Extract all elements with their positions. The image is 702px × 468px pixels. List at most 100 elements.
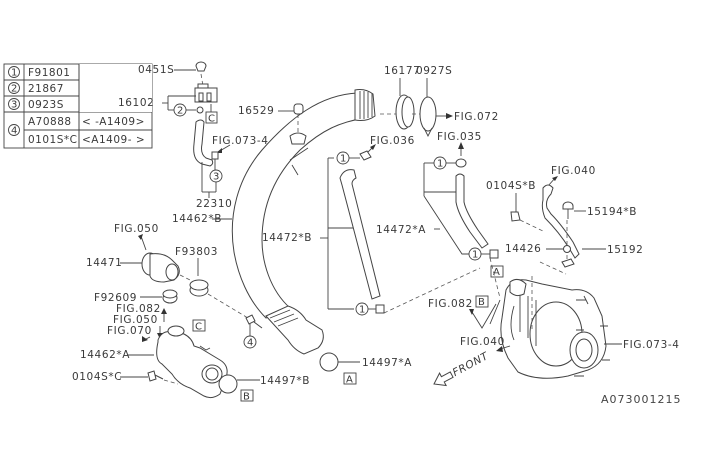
front-arrow: FRONT xyxy=(433,350,492,387)
gasket-A-group: 14497*A A xyxy=(319,352,412,386)
mount-part xyxy=(289,132,307,145)
ref-box-label: A xyxy=(346,375,353,386)
legend-part: 0923S xyxy=(28,99,64,111)
legend-num: 4 xyxy=(11,126,18,137)
callout-14462B[interactable]: 14462*B xyxy=(172,213,222,225)
screw-icon xyxy=(195,61,207,72)
gasket-icon xyxy=(563,245,571,253)
callout-22310[interactable]: 22310 xyxy=(196,198,232,210)
callout-fig040-bottom[interactable]: FIG.040 xyxy=(460,336,505,348)
marker-label: 1 xyxy=(437,159,444,170)
callout-15192[interactable]: 15192 xyxy=(607,244,643,256)
legend-row-4: 4 A70888 < -A1409> xyxy=(8,116,145,137)
hose-fitting-part xyxy=(455,158,467,168)
legend-row-3: 3 0923S xyxy=(8,98,64,111)
callout-14426[interactable]: 14426 xyxy=(505,243,541,255)
callout-14472A[interactable]: 14472*A xyxy=(376,224,426,236)
callout-fig040-top[interactable]: FIG.040 xyxy=(551,165,596,177)
legend-part: 21867 xyxy=(28,83,64,95)
turbocharger[interactable] xyxy=(489,276,610,379)
water-outlet-14462A-part[interactable] xyxy=(156,331,228,399)
hose-14472B-part[interactable] xyxy=(339,169,381,300)
marker-label: 1 xyxy=(340,154,347,165)
callout-F92609[interactable]: F92609 xyxy=(94,292,137,304)
legend-note: <A1409- > xyxy=(82,134,145,146)
callout-fig082-left[interactable]: FIG.082 xyxy=(116,303,161,315)
grommet-part xyxy=(293,103,304,115)
callout-15194B[interactable]: 15194*B xyxy=(587,206,637,218)
fitting-part xyxy=(211,151,219,160)
callout-0104SC[interactable]: 0104S*C xyxy=(72,371,122,383)
callout-fig050-left[interactable]: FIG.050 xyxy=(113,314,158,326)
legend-row-1: 1 F91801 xyxy=(8,66,70,79)
callout-fig036[interactable]: FIG.036 xyxy=(370,135,415,147)
callout-14462A[interactable]: 14462*A xyxy=(80,349,130,361)
callout-16177[interactable]: 16177 xyxy=(384,65,420,77)
bolt-icon xyxy=(245,314,263,329)
callout-0927S[interactable]: 0927S xyxy=(416,65,452,77)
hose-14472A-group: FIG.035 1 14472*A 1 xyxy=(376,131,499,261)
legend-row-5: 0101S*C <A1409- > xyxy=(28,134,145,146)
bolt-icon xyxy=(562,201,574,210)
callout-14472B[interactable]: 14472*B xyxy=(262,232,312,244)
legend-part: 0101S*C xyxy=(28,134,77,146)
ref-box-c xyxy=(192,319,206,332)
bolt-icon xyxy=(510,211,521,222)
hose-14472B-group: FIG.036 1 14472*B 1 xyxy=(262,135,415,316)
callout-fig0734-top[interactable]: FIG.073-4 xyxy=(212,135,269,147)
callout-0104SB[interactable]: 0104S*B xyxy=(486,180,536,192)
marker-label: 1 xyxy=(359,305,366,316)
marker-label: 3 xyxy=(213,172,220,183)
front-label: FRONT xyxy=(451,350,492,379)
gasket-14497A-part[interactable] xyxy=(319,352,339,372)
circle-marker-4 xyxy=(243,335,257,349)
water-outlet-group: FIG.050 14471 F93803 F92609 FIG.082 FIG.… xyxy=(72,223,249,399)
marker-label: 4 xyxy=(247,338,254,349)
callout-16102[interactable]: 16102 xyxy=(118,97,154,109)
legend-num: 2 xyxy=(11,84,18,95)
duct-outlet-flange xyxy=(265,305,324,355)
ref-box-b xyxy=(240,389,254,402)
callout-14497A[interactable]: 14497*A xyxy=(362,357,412,369)
callout-fig050-top[interactable]: FIG.050 xyxy=(114,223,159,235)
marker-label: 1 xyxy=(472,250,479,261)
gasket-14497B-part[interactable] xyxy=(218,374,238,394)
intake-duct[interactable] xyxy=(231,89,376,355)
callout-14471[interactable]: 14471 xyxy=(86,257,122,269)
ref-box-b xyxy=(475,295,489,308)
solenoid-valve-part[interactable] xyxy=(194,83,218,103)
ref-box-c xyxy=(205,111,218,124)
diagram-id: A073001215 xyxy=(601,393,682,406)
hose-14472A-part[interactable] xyxy=(455,173,489,249)
callout-0451S[interactable]: 0451S xyxy=(138,64,174,76)
callout-fig0734-right[interactable]: FIG.073-4 xyxy=(623,339,680,351)
legend-table: 1 F91801 2 21867 3 0923S 4 A70888 < -A14… xyxy=(3,63,153,149)
bolt-icon xyxy=(147,370,164,382)
legend-num: 1 xyxy=(11,68,18,79)
part-16529-group: 16529 xyxy=(238,103,307,145)
legend-note: < -A1409> xyxy=(82,116,145,128)
legend-num: 3 xyxy=(11,100,18,111)
hose-fitting-part xyxy=(359,150,372,161)
oil-pipe-15192-part[interactable] xyxy=(541,184,580,259)
hose-clamp-part[interactable] xyxy=(419,96,437,132)
callout-16529[interactable]: 16529 xyxy=(238,105,274,117)
ref-box-label: B xyxy=(243,392,250,403)
callout-fig035[interactable]: FIG.035 xyxy=(437,131,482,143)
leader-dash xyxy=(383,267,481,314)
callout-14497B[interactable]: 14497*B xyxy=(260,375,310,387)
ref-box-label: C xyxy=(208,114,215,125)
callout-F93803[interactable]: F93803 xyxy=(175,246,218,258)
legend-part: F91801 xyxy=(28,67,70,79)
callout-fig072[interactable]: FIG.072 xyxy=(454,111,499,123)
vacuum-hose-part[interactable] xyxy=(193,119,214,167)
legend-part: A70888 xyxy=(28,116,72,128)
ref-box-label: A xyxy=(493,267,500,278)
callout-fig082-right[interactable]: FIG.082 xyxy=(428,298,473,310)
ref-box-label: B xyxy=(478,297,485,308)
callout-fig070[interactable]: FIG.070 xyxy=(107,325,152,337)
clamp-group: 16177 0927S FIG.072 xyxy=(380,65,499,138)
solenoid-assembly: 0451S 16102 2 C FIG.073-4 3 22310 xyxy=(118,61,269,210)
bolt-4-group: 4 xyxy=(243,314,263,349)
